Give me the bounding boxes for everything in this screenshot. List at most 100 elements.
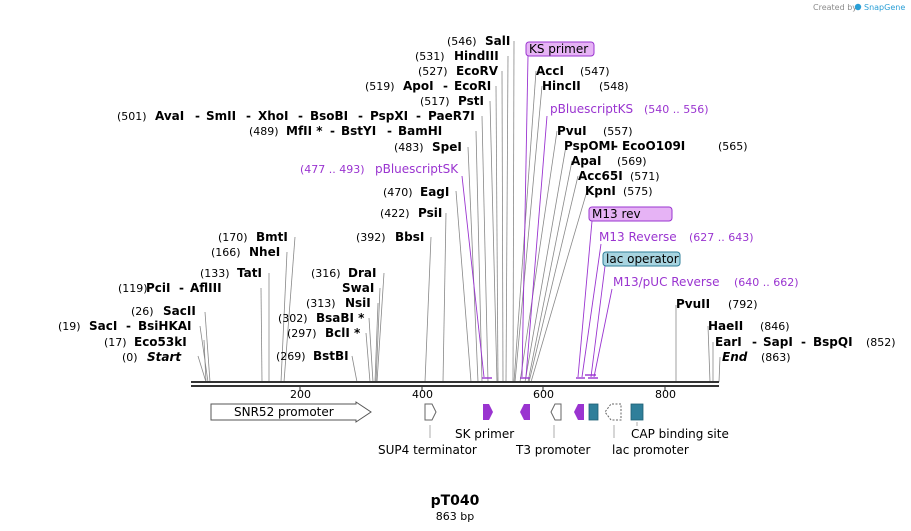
primer-label: M13 rev: [592, 207, 641, 221]
site-name: PspXI: [370, 109, 408, 123]
credit-text: Created by: [813, 3, 857, 12]
site-position: (17): [104, 336, 127, 349]
site-name: PvuI: [557, 124, 587, 138]
site-position: (575): [623, 185, 653, 198]
site-position: (501): [117, 110, 147, 123]
site-name: Acc65I: [578, 169, 623, 183]
site-name: EcoRV: [456, 64, 499, 78]
ruler-ticks: [299, 387, 666, 391]
svg-text:-: -: [330, 124, 335, 138]
site-position: (302): [278, 312, 308, 325]
site-position: (483): [394, 141, 424, 154]
site-position: (316): [311, 267, 341, 280]
svg-text:-: -: [179, 281, 184, 295]
ruler-label: 600: [533, 388, 554, 401]
site-name: NsiI: [345, 296, 371, 310]
site-name: PvuII: [676, 297, 710, 311]
primer-range: (627 .. 643): [689, 231, 754, 244]
plasmid-length: 863 bp: [436, 510, 474, 523]
site-name: TatI: [237, 266, 262, 280]
site-position: (26): [131, 305, 154, 318]
site-name: MfII *: [286, 124, 323, 138]
site-name: PsiI: [418, 206, 442, 220]
site-name: SapI: [763, 335, 793, 349]
primer-label: KS primer: [529, 42, 588, 56]
site-name: BspQI: [813, 335, 853, 349]
site-name: SwaI: [342, 281, 374, 295]
svg-text:-: -: [298, 109, 303, 123]
site-position: (422): [380, 207, 410, 220]
feature-sk-primer: SK primer: [455, 404, 514, 441]
svg-text:-: -: [195, 109, 200, 123]
site-position: (19): [58, 320, 81, 333]
site-position: (470): [383, 186, 413, 199]
site-name: BstYI: [341, 124, 376, 138]
site-position: (565): [718, 140, 748, 153]
feature-label: SK primer: [455, 427, 514, 441]
site-position: (166): [211, 246, 241, 259]
site-name: PciI: [146, 281, 171, 295]
site-name: ApoI: [403, 79, 434, 93]
site-leader-lines: [197, 40, 721, 383]
lac-operator-box: [602, 251, 681, 267]
feature-label: SUP4 terminator: [378, 443, 477, 457]
site-name: AflIII: [190, 281, 222, 295]
primer-label: pBluescriptKS: [550, 102, 633, 116]
primer-markers: [482, 374, 598, 379]
site-name: NheI: [249, 245, 280, 259]
credit-brand: SnapGene: [864, 3, 905, 12]
feature-sup4-terminator: SUP4 terminator: [378, 403, 477, 457]
snapgene-logo-icon: [854, 3, 862, 11]
site-position: (313): [306, 297, 336, 310]
feature-m13-rev: [574, 404, 584, 420]
feature-snr52-promoter: SNR52 promoter: [210, 401, 372, 423]
svg-text:-: -: [387, 124, 392, 138]
site-name: BsaBI *: [316, 311, 365, 325]
backbone-top: [191, 381, 719, 383]
site-name: BclI *: [325, 326, 361, 340]
site-name: AvaI: [155, 109, 184, 123]
site-position: (269): [276, 350, 306, 363]
primer-range: (640 .. 662): [734, 276, 799, 289]
svg-text:-: -: [126, 319, 131, 333]
site-name: BstBI: [313, 349, 349, 363]
svg-text:-: -: [752, 335, 757, 349]
primer-label: M13 Reverse: [599, 230, 677, 244]
site-name: BamHI: [398, 124, 442, 138]
feature-label: SNR52 promoter: [234, 405, 334, 419]
site-name: PspOMI: [564, 139, 615, 153]
site-position: (0): [122, 351, 138, 364]
site-position: (792): [728, 298, 758, 311]
site-name: Start: [147, 350, 182, 364]
site-name: PstI: [458, 94, 484, 108]
ruler-label: 400: [412, 388, 433, 401]
site-name: EcoRI: [454, 79, 491, 93]
feature-lac-operator: [588, 403, 599, 421]
svg-text:-: -: [416, 109, 421, 123]
site-position: (297): [287, 327, 317, 340]
site-name: BmtI: [256, 230, 288, 244]
plasmid-name: pT040: [431, 493, 480, 509]
site-position: (119): [118, 282, 148, 295]
site-name: HindIII: [454, 49, 499, 63]
feature-label: CAP binding site: [631, 427, 729, 441]
site-position: (392): [356, 231, 386, 244]
site-name: AccI: [536, 64, 564, 78]
site-position: (519): [365, 80, 395, 93]
primer-label: M13/pUC Reverse: [613, 275, 720, 289]
site-name: BsoBI: [310, 109, 348, 123]
site-position: (863): [761, 351, 791, 364]
primer-range: (477 .. 493): [300, 163, 365, 176]
site-name: DraI: [348, 266, 376, 280]
svg-text:-: -: [801, 335, 806, 349]
feature-t3-promoter: T3 promoter: [515, 403, 591, 457]
site-name: SmII: [206, 109, 236, 123]
svg-text:-: -: [443, 79, 448, 93]
site-name: EarI: [715, 335, 742, 349]
feature-cap-binding-site: CAP binding site: [630, 403, 729, 441]
feature-lac-promoter: lac promoter: [604, 403, 689, 457]
site-position: (548): [599, 80, 629, 93]
svg-text:-: -: [246, 109, 251, 123]
site-position: (557): [603, 125, 633, 138]
site-name: EagI: [420, 185, 449, 199]
